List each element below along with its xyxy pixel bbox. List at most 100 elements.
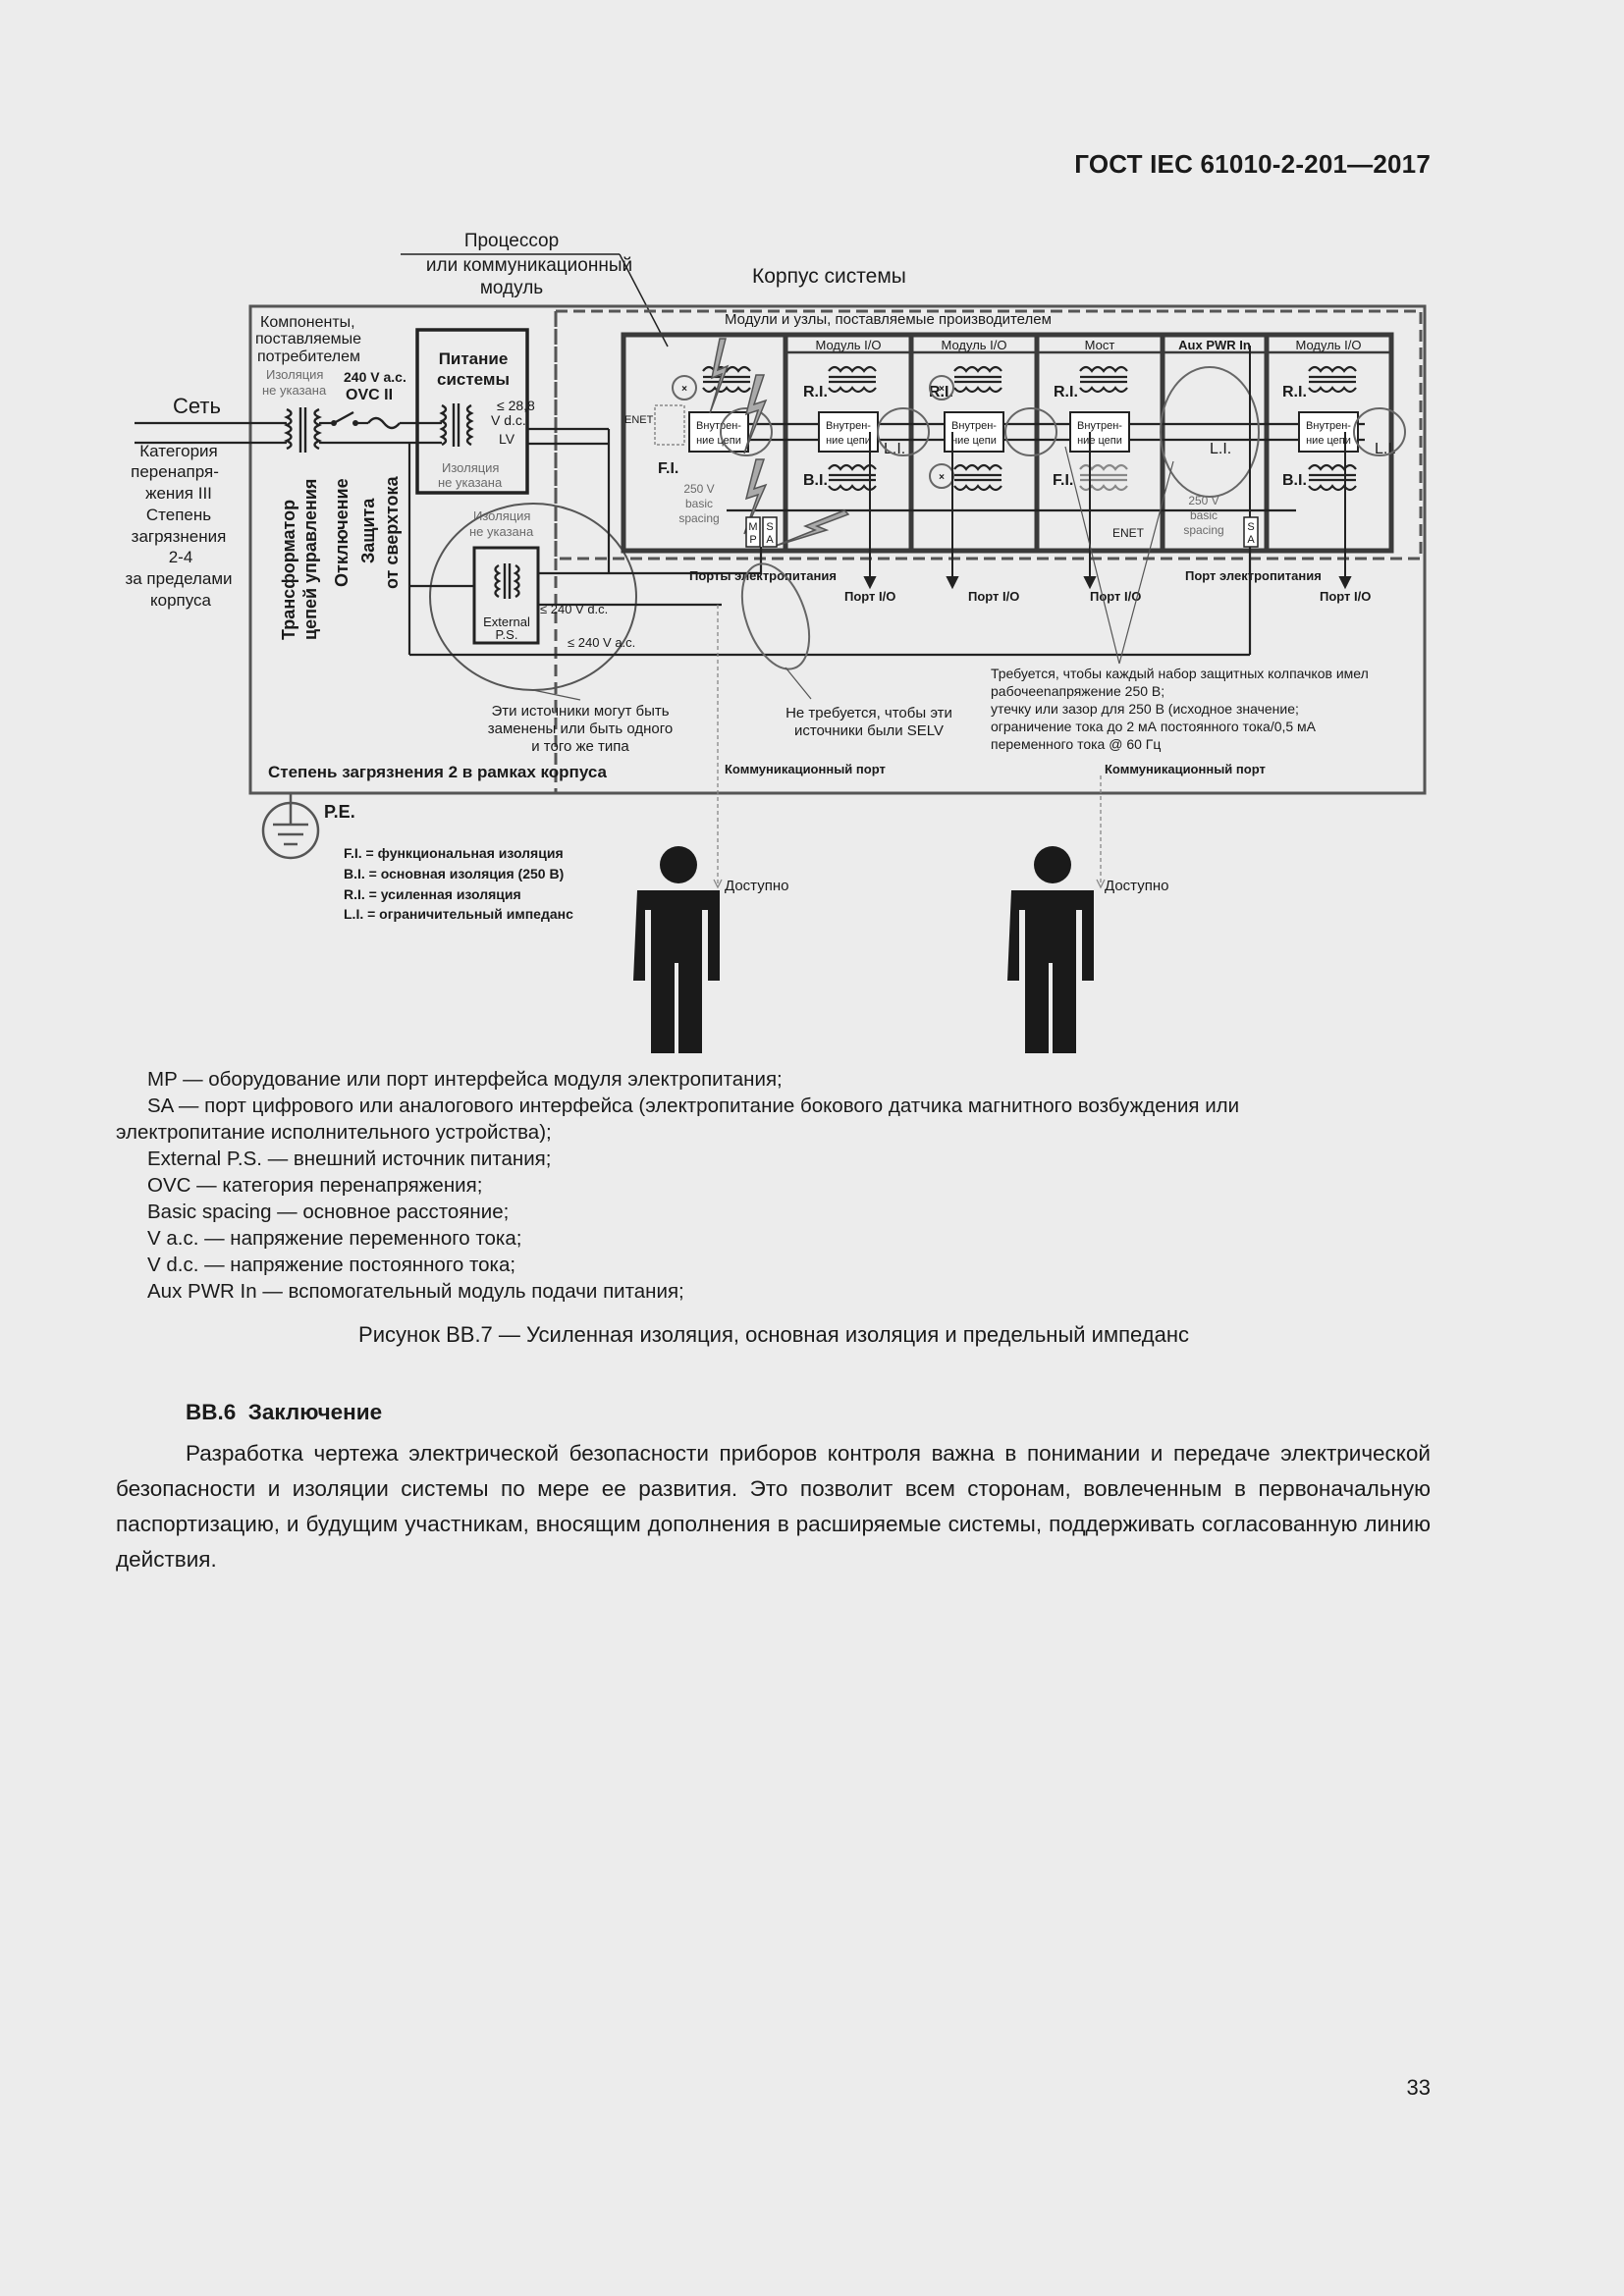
- svg-text:R.I.: R.I.: [1282, 384, 1307, 400]
- svg-text:корпуса: корпуса: [150, 591, 212, 610]
- svg-text:Защита: Защита: [358, 498, 378, 563]
- lv-label-2: V d.c.: [491, 412, 526, 428]
- module-header-1: Модуль I/O: [815, 338, 881, 352]
- system-power-box: [415, 328, 529, 495]
- section-number: BB.6: [186, 1400, 237, 1424]
- external-ps-box: [472, 546, 540, 645]
- svg-text:Внутрен-: Внутрен-: [696, 420, 741, 432]
- mains-label: Сеть: [173, 394, 221, 418]
- svg-text:×: ×: [681, 384, 687, 395]
- pe-label: P.E.: [324, 802, 355, 822]
- internal-circuit-box: Внутрен- ние цепи: [818, 411, 879, 453]
- svg-text:источники были SELV: источники были SELV: [794, 722, 944, 739]
- legend-item: Basic spacing — основное расстояние;: [147, 1201, 510, 1223]
- internal-circuit-box: Внутрен- ние цепи: [1298, 411, 1359, 453]
- comm-port-label-2: Коммуникационный порт: [1105, 762, 1266, 776]
- legend-item: MP — оборудование или порт интерфейса мо…: [147, 1068, 783, 1091]
- svg-text:S: S: [766, 521, 773, 533]
- svg-text:A: A: [766, 534, 774, 546]
- accessible-label-1: Доступно: [725, 878, 788, 894]
- svg-text:поставляемые: поставляемые: [255, 331, 361, 347]
- figure-caption: Рисунок BB.7 — Усиленная изоляция, основ…: [358, 1322, 1189, 1347]
- svg-text:ние цепи: ние цепи: [826, 435, 871, 447]
- spacing-label-right-3: spacing: [1183, 523, 1223, 537]
- svg-text:R.I.: R.I.: [803, 384, 828, 400]
- svg-text:Категория: Категория: [139, 442, 217, 460]
- lv-label: ≤ 28,8: [497, 398, 535, 413]
- svg-text:OVC II: OVC II: [346, 387, 393, 403]
- comm-port-label-1: Коммуникационный порт: [725, 762, 886, 776]
- isolation-tags: R.I. R.I. R.I. R.I. B.I. B.I. F.I. F.I. …: [658, 384, 1396, 489]
- power-port-label: Порт электропитания: [1185, 568, 1322, 583]
- sources-note: Эти источники могут быть заменены или бы…: [488, 703, 674, 755]
- svg-text:L.I. = ограничительный импедан: L.I. = ограничительный импеданс: [344, 906, 573, 922]
- manufacturer-zone: [554, 309, 1423, 561]
- vertical-labels: Трансформатор цепей управления Отключени…: [279, 475, 402, 640]
- svg-text:Трансформатор: Трансформатор: [279, 500, 298, 640]
- power-supply-label-2: системы: [437, 370, 510, 389]
- svg-text:Требуется, чтобы каждый набор: Требуется, чтобы каждый набор защитных к…: [991, 666, 1369, 681]
- ac-voltage-label: ≤ 240 V a.c.: [568, 635, 635, 650]
- svg-text:не указана: не указана: [262, 383, 327, 398]
- svg-text:ние цепи: ние цепи: [1077, 435, 1122, 447]
- svg-text:от сверхтока: от сверхтока: [382, 475, 402, 589]
- svg-text:переменного тока @ 60 Гц: переменного тока @ 60 Гц: [991, 736, 1161, 752]
- svg-text:или коммуникационный: или коммуникационный: [426, 255, 632, 276]
- enet-label-bridge: ENET: [1112, 526, 1145, 540]
- svg-text:жения III: жения III: [145, 484, 212, 503]
- processor-label: Процессор или коммуникационный модуль: [401, 231, 669, 347]
- selv-note: Не требуется, чтобы эти источники были S…: [785, 705, 952, 739]
- svg-text:Порт I/O: Порт I/O: [968, 589, 1019, 604]
- fuse-symbol: [367, 416, 401, 430]
- svg-text:Внутрен-: Внутрен-: [1077, 420, 1122, 432]
- disconnect-switch-symbol: [333, 410, 354, 425]
- spacing-label-right-2: basic: [1190, 508, 1218, 522]
- modules-title: Модули и узлы, поставляемые производител…: [725, 311, 1052, 328]
- svg-text:модуль: модуль: [480, 278, 543, 298]
- svg-text:Внутрен-: Внутрен-: [951, 420, 997, 432]
- svg-text:R.I. = усиленная изоляция: R.I. = усиленная изоляция: [344, 886, 521, 902]
- svg-text:утечку или зазор для 250 В (ис: утечку или зазор для 250 В (исходное зна…: [991, 701, 1299, 717]
- overvoltage-category: Категория перенапря- жения III Степень з…: [125, 442, 232, 610]
- svg-text:L.I.: L.I.: [884, 441, 905, 457]
- svg-text:F.I.: F.I.: [658, 460, 678, 477]
- power-supply-label: Питание: [439, 349, 509, 368]
- consumer-components: Компоненты, поставляемые потребителем Из…: [255, 314, 406, 403]
- io-ports: Порт I/O Порт I/O Порт I/O Порт I/O: [844, 589, 1371, 604]
- module-header-3: Мост: [1085, 338, 1115, 352]
- section-title: Заключение: [247, 1400, 383, 1424]
- svg-text:Внутрен-: Внутрен-: [1306, 420, 1351, 432]
- page-number: 33: [1406, 2075, 1431, 2100]
- control-transformer-symbol: [284, 407, 322, 453]
- svg-text:Отключение: Отключение: [332, 478, 352, 587]
- svg-text:Порт I/O: Порт I/O: [844, 589, 895, 604]
- svg-text:потребителем: потребителем: [257, 348, 360, 365]
- module-header-5: Модуль I/O: [1295, 338, 1361, 352]
- protective-earth-icon: [261, 793, 320, 860]
- external-ps-label: External: [483, 614, 530, 629]
- svg-text:240 V a.c.: 240 V a.c.: [344, 369, 406, 385]
- ps-iso-label: Изоляция: [442, 460, 499, 475]
- svg-text:ние цепи: ние цепи: [696, 435, 741, 447]
- section-heading: BB.6 Заключение: [186, 1400, 382, 1425]
- svg-text:B.I.: B.I.: [1282, 472, 1307, 489]
- svg-text:заменены или быть одного: заменены или быть одного: [488, 721, 674, 737]
- standard-header: ГОСТ IEC 61010-2-201—2017: [1074, 149, 1431, 179]
- module-header-2: Модуль I/O: [941, 338, 1006, 352]
- svg-text:ние цепи: ние цепи: [1306, 435, 1351, 447]
- svg-text:M: M: [748, 521, 757, 533]
- svg-text:Порт I/O: Порт I/O: [1320, 589, 1371, 604]
- ext-iso-label-2: не указана: [469, 524, 534, 539]
- svg-text:Процессор: Процессор: [464, 231, 559, 251]
- svg-text:Изоляция: Изоляция: [266, 367, 323, 382]
- figure-legend: MP — оборудование или порт интерфейса мо…: [116, 1066, 1432, 1305]
- svg-text:Степень: Степень: [146, 506, 211, 524]
- internal-circuit-box: Внутрен- ние цепи: [944, 411, 1004, 453]
- svg-text:R.I.: R.I.: [1054, 384, 1078, 400]
- svg-text:Эти источники могут быть: Эти источники могут быть: [491, 703, 669, 720]
- svg-text:P: P: [749, 534, 756, 546]
- svg-text:A: A: [1247, 534, 1255, 546]
- svg-text:Внутрен-: Внутрен-: [826, 420, 871, 432]
- svg-text:цепей управления: цепей управления: [300, 479, 320, 640]
- spacing-label-right: 250 V: [1188, 494, 1218, 507]
